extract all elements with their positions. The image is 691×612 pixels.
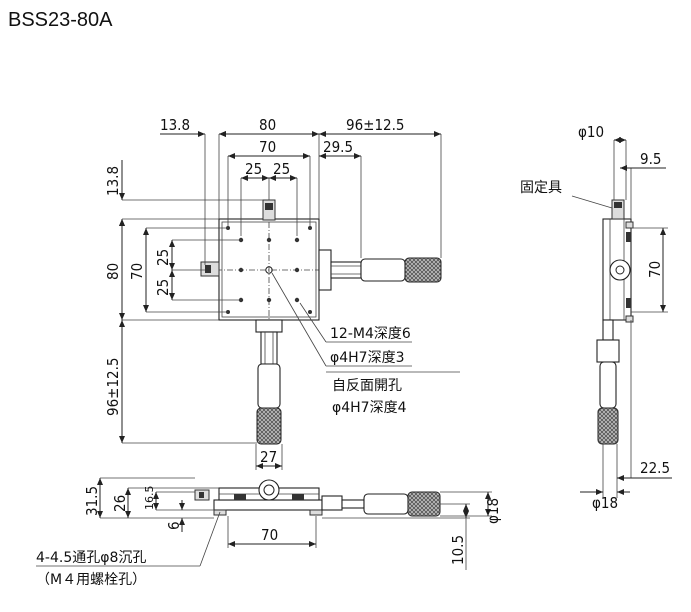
micrometer-bottom bbox=[255, 319, 283, 445]
callout-pin-hole: φ4H7深度3 bbox=[330, 350, 404, 366]
dim-front-10-5: 10.5 bbox=[449, 535, 467, 565]
dim-front-18: φ18 bbox=[484, 498, 502, 524]
dim-side-9-5: 9.5 bbox=[640, 150, 661, 168]
dim-side-22-5: 22.5 bbox=[640, 459, 670, 477]
front-base bbox=[213, 499, 323, 511]
dim-top-25b: 25 bbox=[273, 160, 290, 178]
callout-pin-hole-back: φ4H7深度4 bbox=[332, 400, 407, 416]
pin-hole bbox=[265, 266, 273, 274]
dim-front-16-5: 16.5 bbox=[143, 486, 156, 511]
dim-left-25b: 25 bbox=[154, 279, 172, 296]
dim-top-80: 80 bbox=[259, 116, 276, 134]
dim-top-96: 96±12.5 bbox=[346, 116, 405, 134]
dim-left-70: 70 bbox=[128, 263, 146, 280]
dim-front-31-5: 31.5 bbox=[83, 486, 101, 516]
front-view: 31.5 26 16.5 6 70 10.5 φ18 4-4.5通孔φ8沉孔 （… bbox=[36, 477, 502, 588]
callout-mount-bolts: （M４用螺栓孔） bbox=[36, 572, 146, 588]
dim-side-10: φ10 bbox=[578, 123, 604, 141]
callout-tap-holes: 12-M4深度6 bbox=[330, 326, 411, 342]
dim-left-80: 80 bbox=[104, 263, 122, 280]
dim-top-13-8: 13.8 bbox=[160, 116, 190, 134]
dim-bottom-27: 27 bbox=[260, 448, 277, 466]
micrometer-right bbox=[318, 249, 442, 291]
dim-side-70: 70 bbox=[646, 261, 664, 278]
dim-front-6: 6 bbox=[165, 521, 183, 530]
dim-top-29-5: 29.5 bbox=[323, 138, 353, 156]
dim-side-18: φ18 bbox=[592, 494, 618, 512]
dim-left-96: 96±12.5 bbox=[104, 357, 122, 416]
dim-left-13-8: 13.8 bbox=[104, 166, 122, 196]
dim-top-25a: 25 bbox=[245, 160, 262, 178]
side-view: φ10 9.5 70 22.5 φ18 固定具 bbox=[520, 123, 672, 512]
callout-mount-holes: 4-4.5通孔φ8沉孔 bbox=[36, 550, 146, 566]
callout-back-side: 自反面開孔 bbox=[332, 378, 402, 394]
dim-front-26: 26 bbox=[111, 495, 129, 512]
drawing-title: BSS23-80A bbox=[8, 9, 113, 31]
dim-left-25a: 25 bbox=[154, 249, 172, 266]
top-view: 13.8 80 70 25 25 96±12.5 29.5 13.8 80 70 bbox=[104, 116, 460, 470]
dim-front-70: 70 bbox=[261, 526, 278, 544]
dim-top-70: 70 bbox=[259, 138, 276, 156]
callout-fix-tool: 固定具 bbox=[520, 180, 562, 196]
